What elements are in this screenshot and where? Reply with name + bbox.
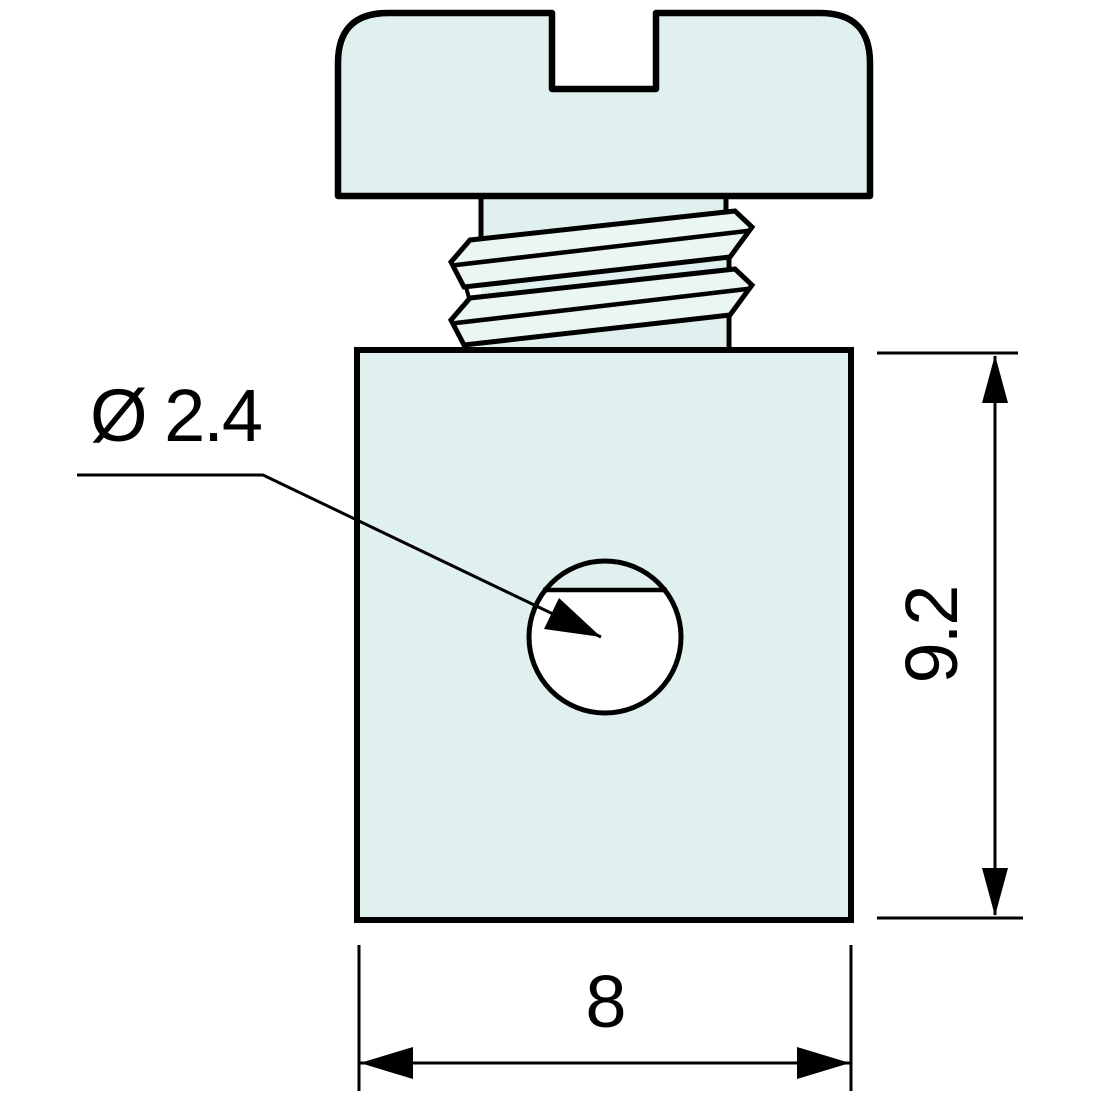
width-arrow-right: [797, 1047, 850, 1079]
diameter-label: Ø 2.4: [90, 374, 261, 457]
width-dimension: 8: [357, 945, 853, 1091]
diameter-dimension: Ø 2.4: [77, 374, 602, 639]
width-arrow-left: [360, 1047, 413, 1079]
screw-head: [334, 9, 874, 200]
width-label: 8: [585, 960, 624, 1043]
leader-line: [77, 473, 602, 639]
height-dimension: 9.2: [877, 351, 1023, 920]
thread-turn-upper-ridge: [453, 228, 750, 268]
block-body: [354, 347, 854, 923]
hole: [526, 558, 684, 716]
leader-arrowhead: [544, 598, 601, 637]
thread-turn-lower-ridge: [453, 286, 750, 326]
height-label: 9.2: [890, 587, 973, 684]
hole-circle-outline: [526, 558, 684, 716]
screw-threads: [447, 193, 756, 352]
height-arrow-up: [982, 355, 1008, 403]
height-arrow-down: [982, 868, 1008, 916]
hole-circle-fill: [529, 561, 681, 713]
block: [354, 347, 854, 923]
